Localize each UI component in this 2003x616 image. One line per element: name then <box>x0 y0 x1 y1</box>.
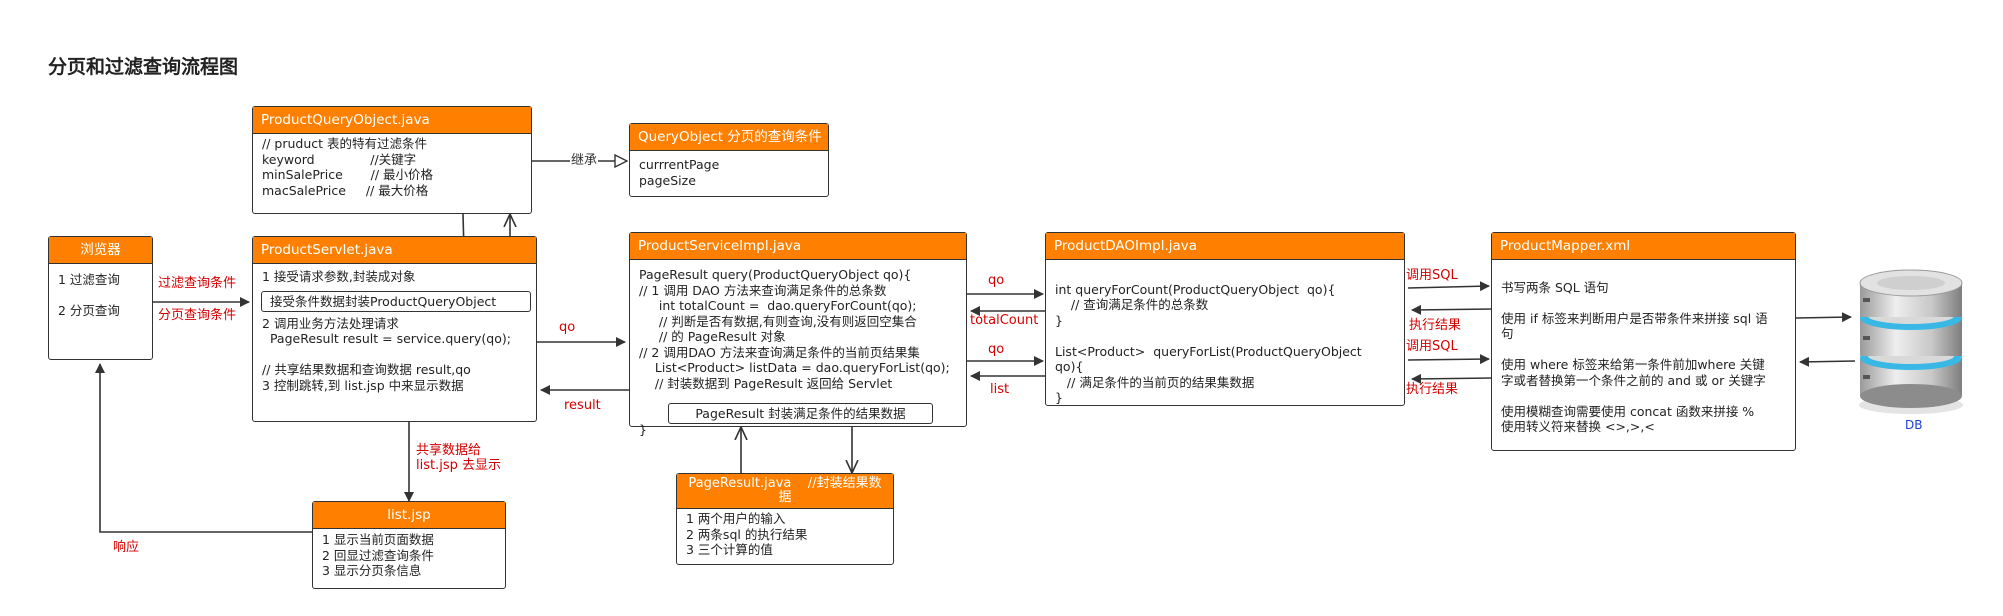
product-mapper-header: ProductMapper.xml <box>1492 233 1795 260</box>
page-title: 分页和过滤查询流程图 <box>48 56 239 78</box>
label-qo-count: qo <box>988 273 1005 288</box>
label-exec-result-1: 执行结果 <box>1409 318 1462 333</box>
query-object-box: QueryObject 分页的查询条件 currrentPage pageSiz… <box>629 123 829 197</box>
label-result: result <box>564 398 601 413</box>
arrow-listjsp-to-browser <box>95 363 312 533</box>
product-query-object-body: // pruduct 表的特有过滤条件 keyword //关键字 minSal… <box>262 136 434 198</box>
browser-box: 浏览器 1 过滤查询 2 分页查询 <box>48 236 153 360</box>
product-mapper-body: 书写两条 SQL 语句 使用 if 标签来判断用户是否带条件来拼接 sql 语 … <box>1501 279 1768 435</box>
query-object-body: currrentPage pageSize <box>639 157 720 188</box>
page-result-box: PageResult.java //封装结果数 据 1 两个用户的输入 2 两条… <box>676 473 894 565</box>
list-jsp-body: 1 显示当前页面数据 2 回显过滤查询条件 3 显示分页条信息 <box>322 532 434 578</box>
browser-header: 浏览器 <box>49 237 152 264</box>
product-servlet-body: 1 接受请求参数,封装成对象 2 调用业务方法处理请求 PageResult r… <box>262 269 511 393</box>
product-dao-impl-header: ProductDAOImpl.java <box>1046 233 1404 260</box>
arrow-mapper-to-dao-2 <box>1411 373 1494 384</box>
label-total-count: totalCount <box>970 313 1039 328</box>
arrow-mapper-to-db <box>1795 312 1852 323</box>
page-result-header: PageResult.java //封装结果数 据 <box>677 474 893 509</box>
arrow-mapper-to-dao-1 <box>1411 304 1494 315</box>
product-service-impl-body: PageResult query(ProductQueryObject qo){… <box>639 267 950 437</box>
product-service-impl-header: ProductServiceImpl.java <box>630 233 966 260</box>
database-icon <box>1859 269 1963 414</box>
list-jsp-box: list.jsp 1 显示当前页面数据 2 回显过滤查询条件 3 显示分页条信息 <box>312 501 506 589</box>
label-respond: 响应 <box>113 540 140 555</box>
label-exec-result-2: 执行结果 <box>1406 382 1459 397</box>
product-dao-impl-box: ProductDAOImpl.java int queryForCount(Pr… <box>1045 232 1405 406</box>
label-qo-to-service: qo <box>559 320 576 335</box>
page-result-body: 1 两个用户的输入 2 两条sql 的执行结果 3 三个计算的值 <box>686 511 808 557</box>
list-jsp-header: list.jsp <box>313 502 505 529</box>
browser-body: 1 过滤查询 2 分页查询 <box>58 272 120 318</box>
label-filter-condition: 过滤查询条件 <box>158 276 237 291</box>
product-service-impl-box: ProductServiceImpl.java PageResult query… <box>629 232 967 437</box>
label-list: list <box>990 382 1010 397</box>
arrow-db-to-mapper <box>1799 356 1856 367</box>
product-dao-impl-body: int queryForCount(ProductQueryObject qo)… <box>1055 281 1362 406</box>
query-object-header: QueryObject 分页的查询条件 <box>630 124 828 151</box>
product-servlet-box: ProductServlet.java 1 接受请求参数,封装成对象 2 调用业… <box>252 236 537 422</box>
label-qo-list: qo <box>988 342 1005 357</box>
label-call-sql-2: 调用SQL <box>1406 339 1458 354</box>
label-share-data: 共享数据给 list.jsp 去显示 <box>416 443 501 473</box>
product-servlet-header: ProductServlet.java <box>253 237 536 264</box>
arrow-dao-to-mapper-1 <box>1407 281 1490 292</box>
label-inherit: 继承 <box>570 153 599 168</box>
product-query-object-header: ProductQueryObject.java <box>253 107 531 134</box>
product-query-object-box: ProductQueryObject.java // pruduct 表的特有过… <box>252 106 532 214</box>
label-call-sql-1: 调用SQL <box>1406 268 1458 283</box>
arrow-dao-to-mapper-2 <box>1407 354 1490 365</box>
product-mapper-box: ProductMapper.xml 书写两条 SQL 语句 使用 if 标签来判… <box>1491 232 1796 451</box>
label-paging-condition: 分页查询条件 <box>158 308 237 323</box>
db-label: DB <box>1905 418 1923 432</box>
service-page-result-wrap: PageResult 封装满足条件的结果数据 <box>668 403 933 424</box>
servlet-wrap-params: 接受条件数据封装ProductQueryObject <box>261 291 531 312</box>
